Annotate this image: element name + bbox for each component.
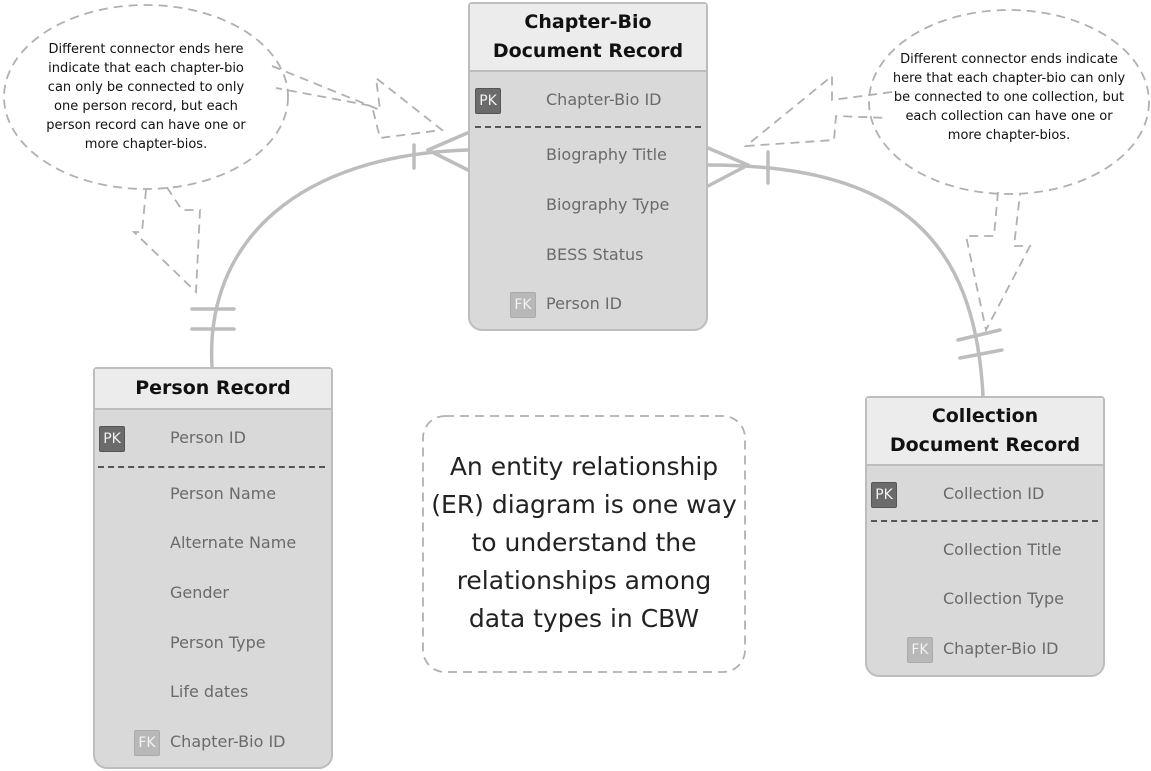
callout-right-arrow-left	[743, 74, 893, 148]
entity-title: Person Record	[95, 369, 331, 410]
field-row: Collection Title	[867, 535, 1103, 565]
callout-right	[743, 9, 1150, 333]
pk-row: PK Collection ID	[867, 479, 1103, 509]
callout-left-bubble	[3, 4, 289, 190]
field-label: Biography Type	[546, 195, 670, 214]
primary-key-badge: PK	[871, 482, 897, 508]
field-row: Collection Type	[867, 584, 1103, 614]
field-row: Person Type	[95, 628, 331, 658]
callout-left-arrow-right	[271, 65, 445, 139]
field-label: Person Name	[170, 484, 277, 503]
connector-line-person	[209, 148, 470, 368]
foreign-key-badge: FK	[134, 730, 160, 756]
field-row: Person Name	[95, 479, 331, 509]
primary-key-badge: PK	[475, 88, 501, 114]
foreign-key-badge: FK	[907, 637, 933, 663]
field-label: Life dates	[170, 682, 249, 701]
entity-chapter-bio-record: Chapter-Bio Document Record PK Chapter-B…	[468, 2, 708, 331]
callout-right-text: Different connector ends indicate here t…	[892, 52, 1126, 143]
fk-field-label: Chapter-Bio ID	[170, 732, 286, 751]
crow-foot-top	[706, 146, 750, 167]
field-row: Biography Type	[470, 190, 706, 220]
callout-right-bubble	[868, 9, 1150, 195]
note-box-border	[422, 415, 746, 673]
fk-row: FK Person ID	[470, 289, 706, 319]
note-text: An entity relationship (ER) diagram is o…	[431, 452, 737, 633]
entity-collection-record: Collection Document Record PK Collection…	[865, 396, 1105, 677]
key-divider	[871, 520, 1098, 522]
fk-field-label: Person ID	[546, 294, 622, 313]
connector-line-collection	[706, 163, 985, 398]
connector-person-chapter-bio	[190, 129, 474, 368]
field-label: Collection Title	[943, 540, 1062, 559]
connector-collection-chapter-bio	[706, 146, 1004, 398]
pk-field-label: Collection ID	[943, 484, 1045, 503]
callout-left-arrow-down	[131, 185, 201, 295]
field-label: BESS Status	[546, 245, 644, 264]
key-divider	[98, 466, 325, 468]
pk-row: PK Person ID	[95, 423, 331, 453]
primary-key-badge: PK	[99, 426, 125, 452]
crow-foot-bottom	[426, 148, 474, 174]
foreign-key-badge: FK	[510, 292, 536, 318]
key-divider	[475, 126, 701, 128]
pk-field-label: Person ID	[170, 428, 246, 447]
callout-left	[3, 4, 445, 295]
field-label: Biography Title	[546, 145, 667, 164]
entity-title: Chapter-Bio Document Record	[470, 4, 706, 72]
callout-left-text: Different connector ends here indicate t…	[46, 42, 246, 152]
crow-foot-top	[426, 129, 474, 152]
field-label: Person Type	[170, 633, 266, 652]
pk-row: PK Chapter-Bio ID	[470, 85, 706, 115]
fk-field-label: Chapter-Bio ID	[943, 639, 1059, 658]
one-bar-1	[956, 328, 1002, 342]
one-bar-2	[958, 348, 1004, 360]
field-label: Collection Type	[943, 589, 1064, 608]
fk-row: FK Chapter-Bio ID	[95, 727, 331, 757]
entity-person-record: Person Record PK Person ID Person Name A…	[93, 367, 333, 769]
field-row: Gender	[95, 578, 331, 608]
fk-row: FK Chapter-Bio ID	[867, 634, 1103, 664]
field-row: BESS Status	[470, 240, 706, 270]
callout-right-arrow-down	[964, 191, 1032, 333]
field-row: Life dates	[95, 677, 331, 707]
crow-foot-bottom	[706, 163, 750, 188]
pk-field-label: Chapter-Bio ID	[546, 90, 662, 109]
field-label: Alternate Name	[170, 533, 297, 552]
field-row: Biography Title	[470, 140, 706, 170]
field-label: Gender	[170, 583, 229, 602]
field-row: Alternate Name	[95, 528, 331, 558]
entity-title: Collection Document Record	[867, 398, 1103, 466]
